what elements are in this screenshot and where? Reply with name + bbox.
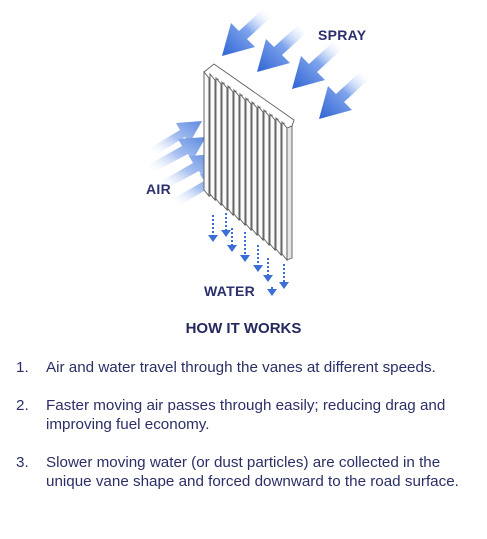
vane	[281, 120, 293, 262]
spray-arrow-icon	[222, 10, 270, 56]
list-item: 2. Faster moving air passes through easi…	[16, 396, 478, 434]
air-arrow-icon	[160, 154, 216, 189]
water-drop-arrow-icon	[208, 215, 218, 242]
step-text: Slower moving water (or dust particles) …	[46, 454, 459, 490]
water-drop-arrow-icon	[267, 287, 277, 296]
water-arrows	[208, 213, 289, 296]
water-drop-arrow-icon	[263, 258, 273, 282]
spray-arrows	[222, 10, 368, 119]
air-arrow-icon	[150, 121, 202, 155]
water-drop-arrow-icon	[221, 213, 231, 237]
spray-suppression-diagram: SPRAY AIR WATER	[146, 10, 368, 299]
air-label: AIR	[146, 181, 172, 197]
step-text: Faster moving air passes through easily;…	[46, 397, 446, 433]
water-drop-arrow-icon	[279, 264, 289, 289]
spray-label: SPRAY	[318, 27, 367, 43]
steps-list: 1. Air and water travel through the vane…	[16, 358, 478, 510]
spray-arrow-icon	[292, 42, 341, 89]
step-number: 1.	[16, 359, 29, 376]
step-text: Air and water travel through the vanes a…	[46, 359, 436, 376]
list-item: 1. Air and water travel through the vane…	[16, 358, 478, 377]
air-arrow-icon	[148, 137, 206, 172]
water-drop-arrow-icon	[253, 245, 263, 272]
list-item: 3. Slower moving water (or dust particle…	[16, 453, 478, 491]
step-number: 2.	[16, 397, 29, 414]
air-arrows	[148, 121, 226, 206]
spray-arrow-icon	[257, 25, 306, 72]
water-drop-arrow-icon	[227, 228, 237, 252]
vane-panel	[203, 63, 295, 262]
spray-arrow-icon	[319, 72, 368, 119]
water-drop-arrow-icon	[240, 232, 250, 262]
how-it-works-title: HOW IT WORKS	[185, 320, 302, 337]
water-label: WATER	[204, 283, 256, 299]
step-number: 3.	[16, 454, 29, 471]
